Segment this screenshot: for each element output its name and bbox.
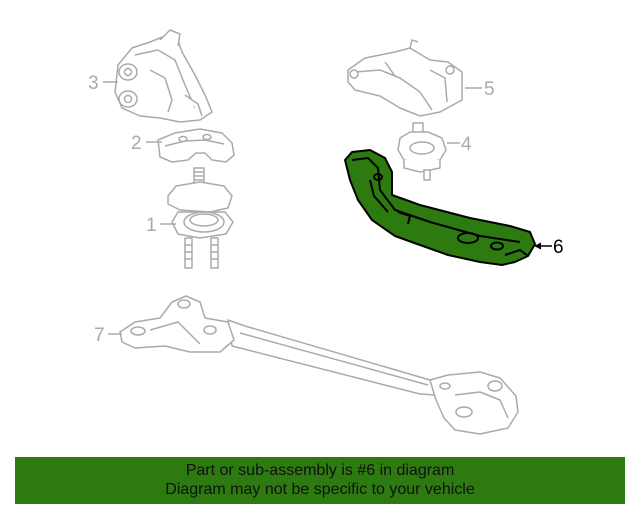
part-3-mount-bracket[interactable] <box>114 29 213 123</box>
part-5-bracket[interactable] <box>347 39 463 117</box>
callout-1: 1 <box>146 215 157 236</box>
callout-2: 2 <box>131 133 142 154</box>
callout-4: 4 <box>461 134 472 155</box>
part-7-torque-rod[interactable] <box>119 295 519 435</box>
part-4-insulator[interactable] <box>397 122 447 181</box>
parts-diagram: 3 2 1 5 <box>88 29 564 435</box>
leader-arrow-6 <box>534 242 552 250</box>
part-info-banner: Part or sub-assembly is #6 in diagram Di… <box>15 457 625 504</box>
part-1-engine-mount[interactable] <box>167 167 234 269</box>
callout-5: 5 <box>484 79 495 100</box>
banner-line-1: Part or sub-assembly is #6 in diagram <box>185 462 455 479</box>
callout-7: 7 <box>94 325 105 346</box>
part-2-insulator[interactable] <box>157 128 235 163</box>
banner-line-2: Diagram may not be specific to your vehi… <box>165 481 475 498</box>
callout-3: 3 <box>88 73 99 94</box>
part-6-crossmember-highlighted[interactable] <box>344 149 536 266</box>
callout-6: 6 <box>553 237 564 258</box>
